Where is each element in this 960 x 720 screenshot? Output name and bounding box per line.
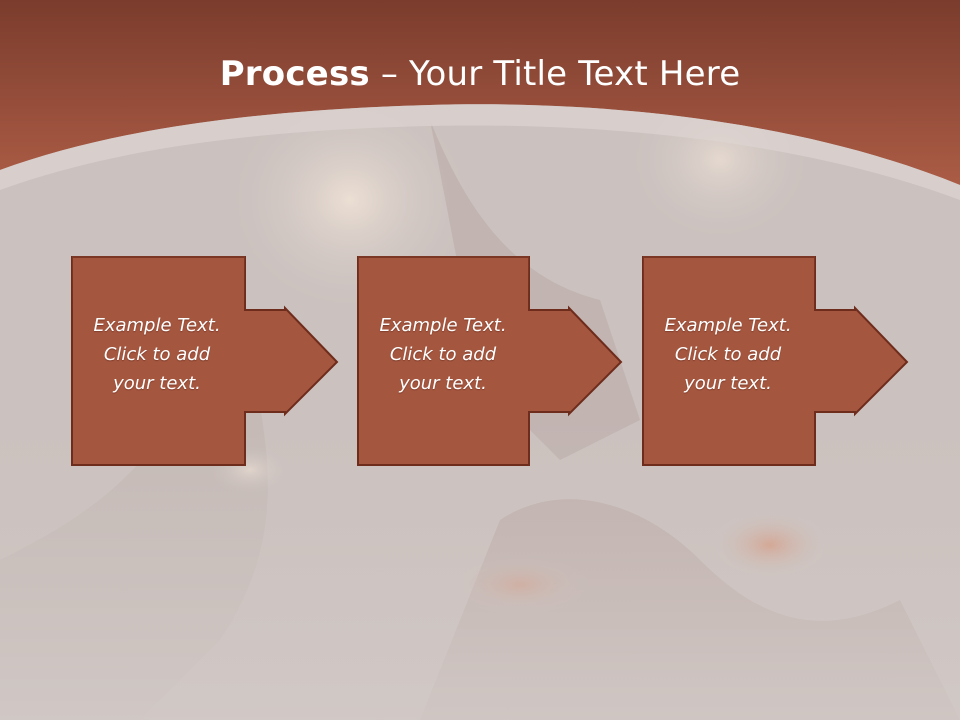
title-rest: – Your Title Text Here — [369, 54, 741, 94]
title-bold: Process — [219, 54, 370, 94]
step-2-reflection — [358, 256, 529, 376]
step-3-text[interactable]: Example Text. Click to add your text. — [664, 315, 792, 394]
slide-title[interactable]: Process – Your Title Text Here — [0, 52, 960, 96]
process-step-3[interactable]: Example Text. Click to add your text. — [642, 256, 942, 516]
step-1-text[interactable]: Example Text. Click to add your text. — [93, 315, 221, 394]
step-3-reflection — [643, 256, 815, 376]
process-step-1[interactable]: Example Text. Click to add your text. — [71, 256, 371, 516]
process-step-2[interactable]: Example Text. Click to add your text. — [357, 256, 657, 516]
step-2-text[interactable]: Example Text. Click to add your text. — [379, 315, 507, 394]
step-1-reflection — [72, 256, 245, 376]
